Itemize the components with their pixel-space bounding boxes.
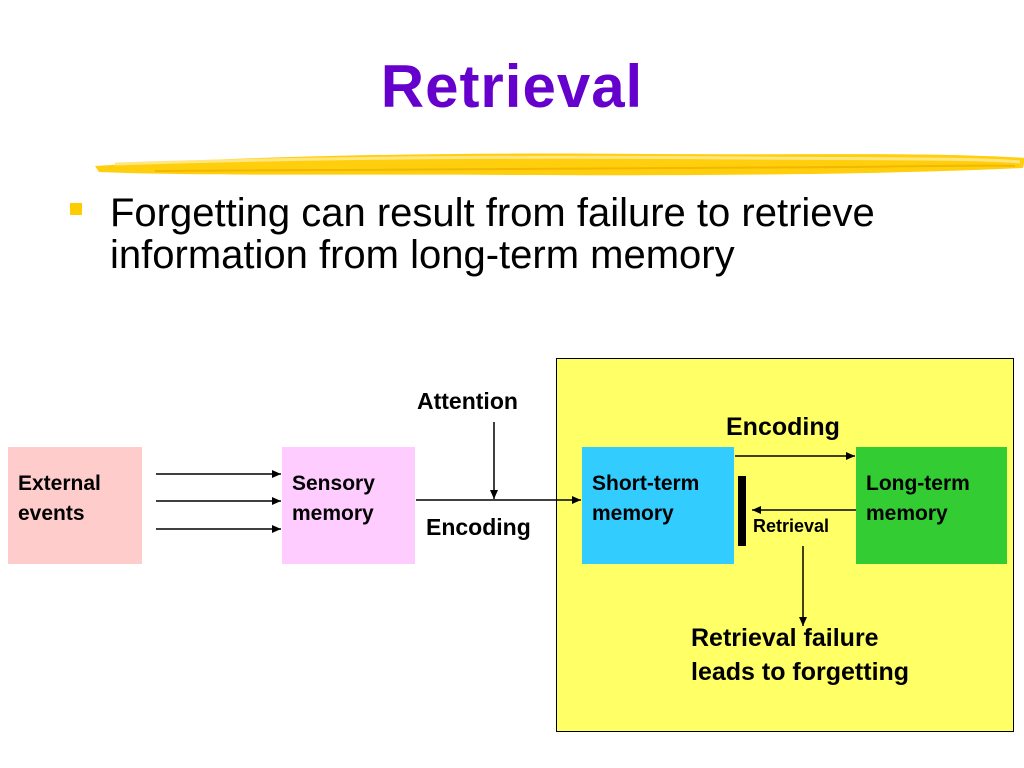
- attention-label: Attention: [417, 388, 518, 414]
- short-term-memory-box: Short-term memory: [582, 447, 734, 564]
- encoding-label-left: Encoding: [426, 514, 531, 540]
- short-term-memory-label: Short-term memory: [592, 472, 700, 525]
- bullet-text: Forgetting can result from failure to re…: [110, 191, 875, 277]
- long-term-memory-label: Long-term memory: [866, 472, 970, 525]
- bullet-square-icon: [70, 203, 82, 215]
- title-underline-brush: [95, 153, 1024, 176]
- encoding-label-right: Encoding: [726, 413, 840, 441]
- sensory-memory-box: Sensory memory: [282, 447, 415, 564]
- retrieval-failure-note-line1: Retrieval failure: [691, 624, 879, 652]
- retrieval-label: Retrieval: [753, 516, 830, 536]
- retrieval-block-bar: [738, 476, 746, 546]
- external-to-sensory-arrows: [156, 470, 281, 533]
- external-events-box: External events: [8, 447, 142, 564]
- sensory-memory-label: Sensory memory: [292, 472, 375, 525]
- slide-title: Retrieval: [380, 53, 644, 120]
- external-events-label: External events: [18, 472, 101, 525]
- long-term-memory-box: Long-term memory: [856, 447, 1007, 564]
- retrieval-failure-note-line2: leads to forgetting: [691, 658, 910, 686]
